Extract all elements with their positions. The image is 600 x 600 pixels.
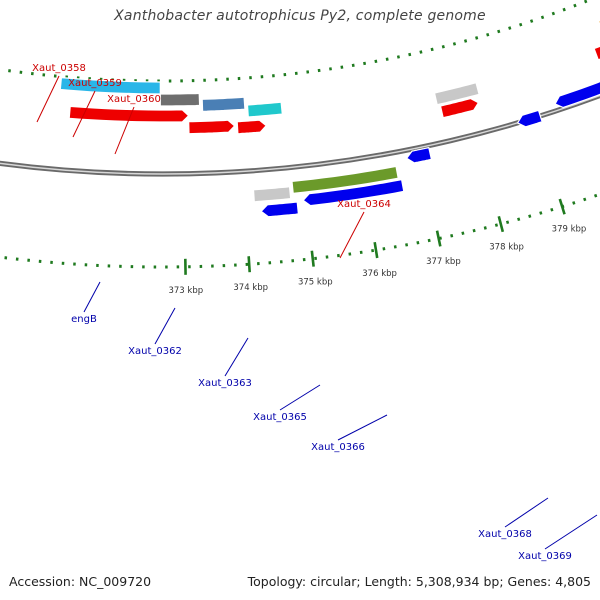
forward-gene-label: Xaut_0359	[68, 78, 122, 89]
scale-tick-mark	[310, 250, 315, 267]
reverse-label-leader	[544, 514, 598, 550]
cyan-gene	[59, 77, 161, 95]
reverse-gene-label: Xaut_0369	[518, 551, 572, 562]
olive-gene	[291, 165, 399, 194]
light-gray-gene-b	[433, 82, 480, 106]
forward-track-guide	[0, 0, 594, 83]
dark-gray-gene	[159, 92, 201, 107]
track-guides	[0, 0, 600, 269]
gene-features	[59, 19, 600, 218]
reverse-label-leader	[224, 337, 249, 377]
reverse-label-leader	[337, 414, 388, 441]
reverse-label-leader	[154, 307, 176, 345]
reverse-gene-label: Xaut_0365	[253, 412, 307, 423]
forward-label-leader	[36, 75, 60, 123]
accession-info: Accession: NC_009720	[9, 574, 152, 589]
backbone-highlight	[0, 94, 600, 175]
reverse-gene-label: Xaut_0362	[128, 346, 182, 357]
scale-tick-mark	[373, 241, 379, 259]
reverse-gene-label: Xaut_0366	[311, 442, 365, 453]
blue-gene-a	[260, 201, 299, 218]
blue-gene-b	[302, 179, 405, 207]
forward-gene-label: Xaut_0358	[32, 63, 86, 74]
red-gene-a	[68, 105, 190, 123]
blue-gene-d	[517, 109, 543, 128]
reverse-label-leader	[83, 281, 101, 313]
scale-tick-label: 378 kbp	[489, 242, 524, 252]
forward-label-leader	[339, 211, 365, 259]
red-gene-c	[236, 119, 267, 135]
reverse-gene-label: Xaut_0368	[478, 529, 532, 540]
red-gene-b	[188, 119, 236, 135]
reverse-track-guide	[0, 192, 600, 269]
red-gene-d	[439, 98, 479, 119]
scale-tick-label: 377 kbp	[426, 257, 461, 267]
reverse-label-leader	[504, 497, 549, 528]
forward-gene-label: Xaut_0364	[337, 199, 391, 210]
blue-gene-c	[406, 147, 432, 164]
blue-gene-e	[554, 81, 600, 109]
reverse-label-leader	[279, 384, 321, 411]
scale-ticks: 373 kbp 374 kbp 375 kbp 376 kbp 377 kbp 378 k…	[168, 198, 587, 296]
forward-label-leader	[72, 90, 96, 138]
reverse-gene-label: Xaut_0363	[198, 378, 252, 389]
scale-tick-label: 374 kbp	[233, 283, 268, 293]
scale-tick-label: 373 kbp	[168, 286, 203, 296]
scale-tick-mark	[558, 198, 566, 215]
scale-tick-label: 379 kbp	[552, 225, 587, 235]
scale-tick-mark	[497, 215, 505, 233]
steel-blue-gene	[201, 96, 246, 112]
red-gene-e	[593, 45, 600, 61]
forward-gene-label: Xaut_0360	[107, 94, 161, 105]
forward-label-leader	[114, 106, 135, 155]
genome-summary: Topology: circular; Length: 5,308,934 bp…	[247, 574, 591, 589]
scale-tick-label: 376 kbp	[362, 269, 397, 279]
genome-title: Xanthobacter autotrophicus Py2, complete…	[114, 8, 486, 24]
genome-backbone	[0, 92, 600, 177]
turquoise-gene	[246, 101, 283, 118]
reverse-gene-label: engB	[71, 314, 97, 325]
light-gray-gene-a	[252, 186, 292, 203]
scale-tick-mark	[435, 230, 442, 247]
scale-tick-label: 375 kbp	[298, 278, 333, 288]
scale-tick-mark	[247, 256, 251, 273]
